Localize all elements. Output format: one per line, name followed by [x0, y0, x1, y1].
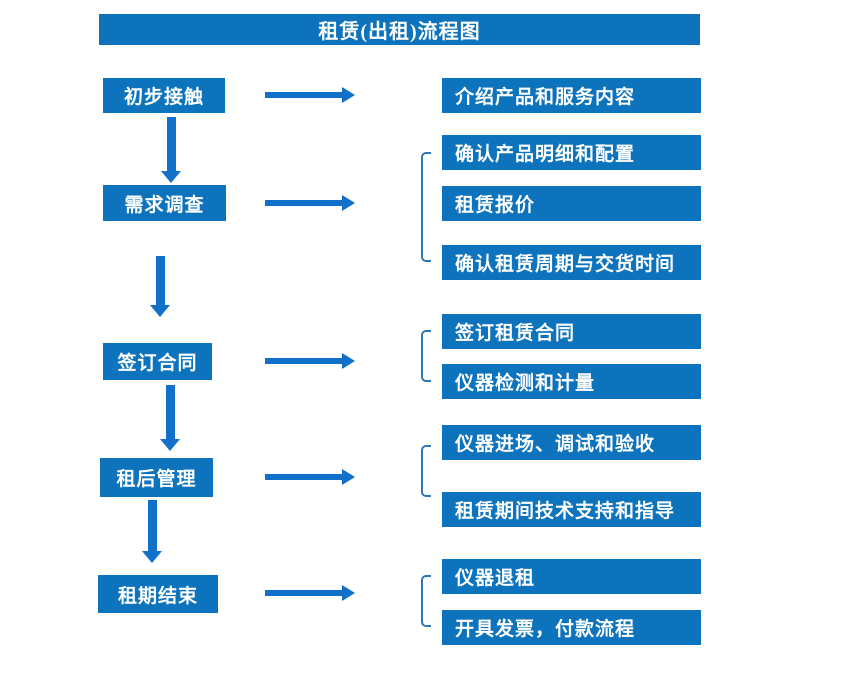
stage-box-sign-contract: 签订合同: [103, 343, 212, 380]
output-box-technical-support: 租赁期间技术支持和指导: [442, 492, 701, 527]
right-arrow: [265, 585, 355, 601]
output-box-invoice-payment: 开具发票，付款流程: [442, 610, 701, 645]
down-arrow: [142, 500, 162, 563]
right-arrow: [265, 353, 355, 369]
right-arrow: [265, 469, 355, 485]
stage-box-post-rental-management: 租后管理: [100, 458, 213, 497]
stage-box-demand-survey: 需求调查: [103, 185, 226, 221]
output-box-instrument-return: 仪器退租: [442, 559, 701, 594]
right-arrow: [265, 195, 355, 211]
stage-box-rental-period-end: 租期结束: [98, 575, 218, 613]
stage-box-initial-contact: 初步接触: [103, 78, 225, 113]
output-box-confirm-rental-period: 确认租赁周期与交货时间: [442, 245, 701, 280]
page-title: 租赁(出租)流程图: [318, 21, 481, 43]
group-bracket: [421, 330, 431, 382]
title-bar: 租赁(出租)流程图: [99, 14, 700, 45]
group-bracket: [421, 575, 431, 627]
output-box-rental-quote: 租赁报价: [442, 186, 701, 221]
output-box-confirm-product-details: 确认产品明细和配置: [442, 135, 701, 170]
output-box-introduce-products: 介绍产品和服务内容: [442, 78, 701, 113]
down-arrow: [160, 385, 180, 451]
right-arrow: [265, 87, 355, 103]
group-bracket: [421, 152, 431, 262]
output-box-instrument-inspection: 仪器检测和计量: [442, 364, 701, 399]
group-bracket: [421, 445, 431, 497]
output-box-instrument-setup-acceptance: 仪器进场、调试和验收: [442, 425, 701, 460]
down-arrow: [150, 256, 170, 317]
output-box-sign-rental-contract: 签订租赁合同: [442, 314, 701, 349]
down-arrow: [161, 117, 181, 183]
